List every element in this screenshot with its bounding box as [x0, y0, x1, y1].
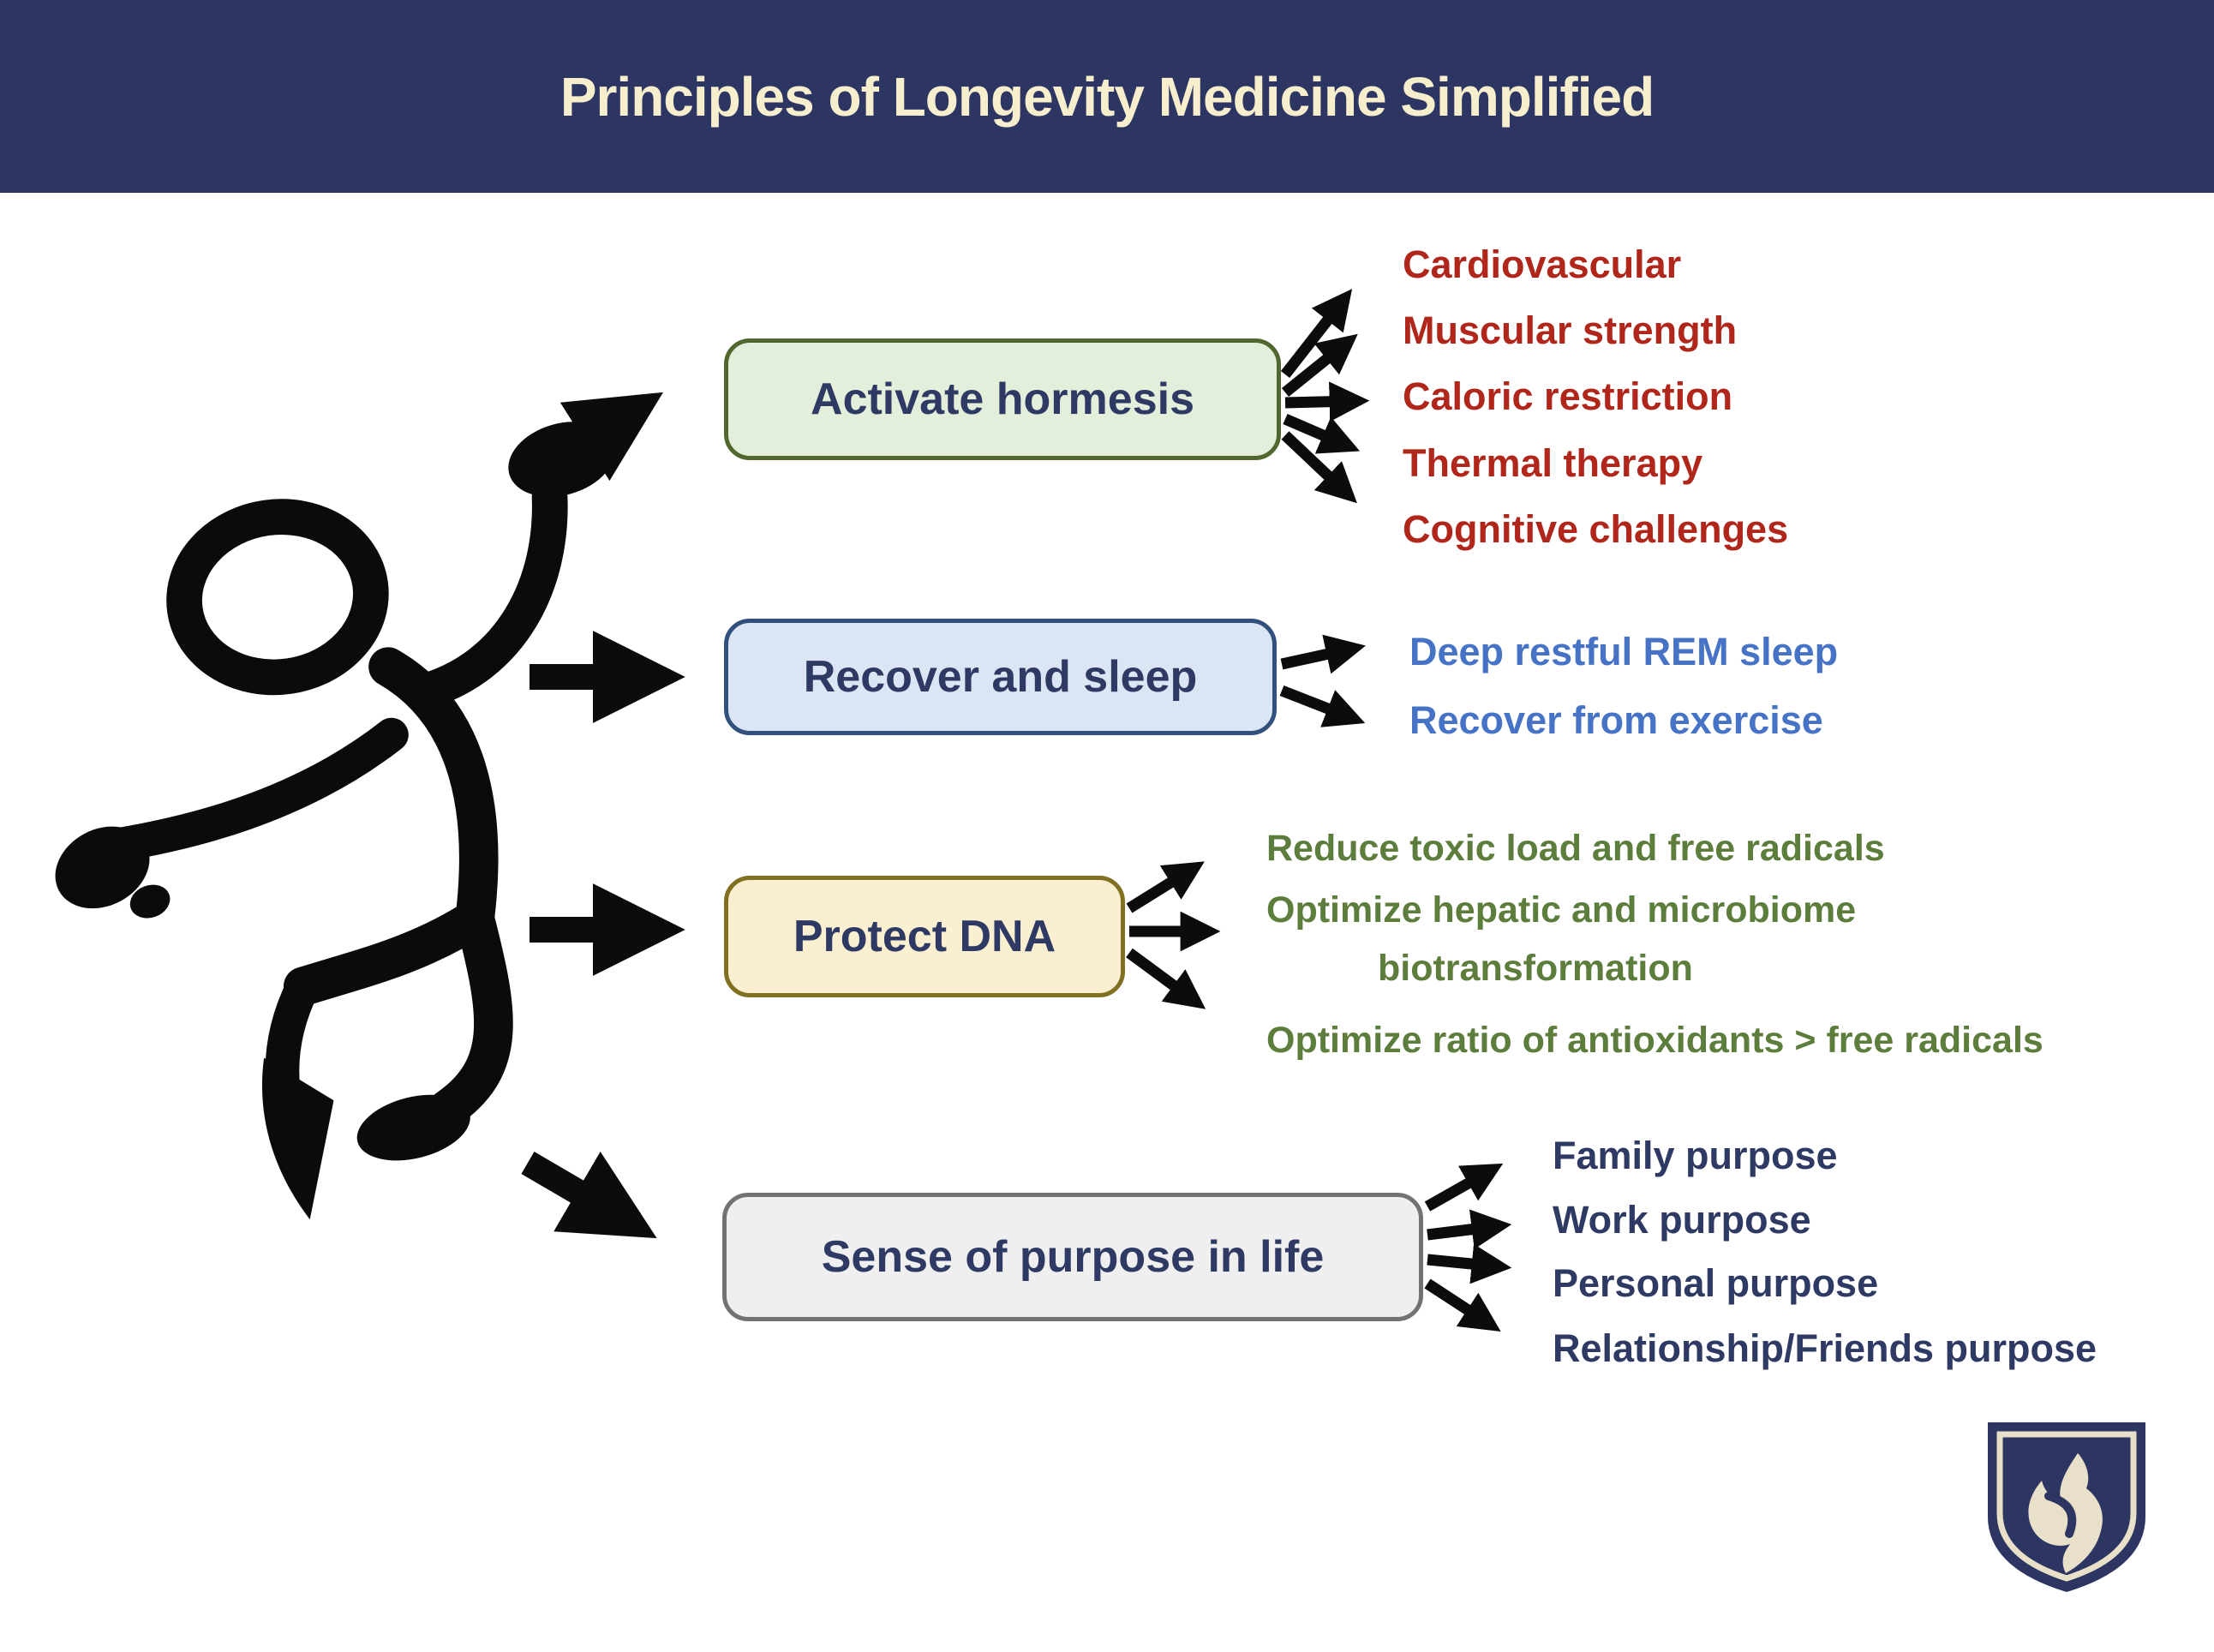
list-item-cognitive-challenges: Cognitive challenges [1403, 507, 1789, 551]
box-sense-of-purpose: Sense of purpose in life [722, 1193, 1423, 1321]
box-activate-hormesis-label: Activate hormesis [811, 374, 1194, 424]
list-item-optimize-hepatic: Optimize hepatic and microbiome [1266, 889, 1857, 931]
box-recover-and-sleep-label: Recover and sleep [803, 652, 1198, 702]
list-item-relationship-purpose: Relationship/Friends purpose [1553, 1326, 2097, 1370]
list-item-work-purpose: Work purpose [1553, 1198, 1811, 1242]
box-protect-dna-label: Protect DNA [793, 912, 1056, 961]
list-item-thermal-therapy: Thermal therapy [1403, 441, 1703, 485]
list-item-recover-exercise: Recover from exercise [1409, 698, 1823, 742]
list-item-cardiovascular: Cardiovascular [1403, 242, 1682, 286]
box-protect-dna: Protect DNA [724, 876, 1125, 997]
box-activate-hormesis: Activate hormesis [724, 338, 1281, 460]
page-title: Principles of Longevity Medicine Simplif… [559, 65, 1655, 128]
list-item-personal-purpose: Personal purpose [1553, 1261, 1879, 1305]
list-item-rem-sleep: Deep restful REM sleep [1409, 630, 1839, 673]
box-recover-and-sleep: Recover and sleep [724, 619, 1277, 735]
list-item-family-purpose: Family purpose [1553, 1134, 1838, 1177]
list-item-muscular-strength: Muscular strength [1403, 308, 1738, 352]
header-bar: Principles of Longevity Medicine Simplif… [0, 0, 2214, 193]
jumping-person-icon [55, 422, 611, 1220]
box-sense-of-purpose-label: Sense of purpose in life [821, 1232, 1325, 1282]
list-item-biotransformation: biotransformation [1378, 948, 1693, 989]
list-item-reduce-toxic-load: Reduce toxic load and free radicals [1266, 828, 1885, 869]
list-item-caloric-restriction: Caloric restriction [1403, 374, 1733, 418]
shield-flame-logo-icon [1988, 1422, 2145, 1592]
list-item-antioxidant-ratio: Optimize ratio of antioxidants > free ra… [1266, 1020, 2043, 1061]
